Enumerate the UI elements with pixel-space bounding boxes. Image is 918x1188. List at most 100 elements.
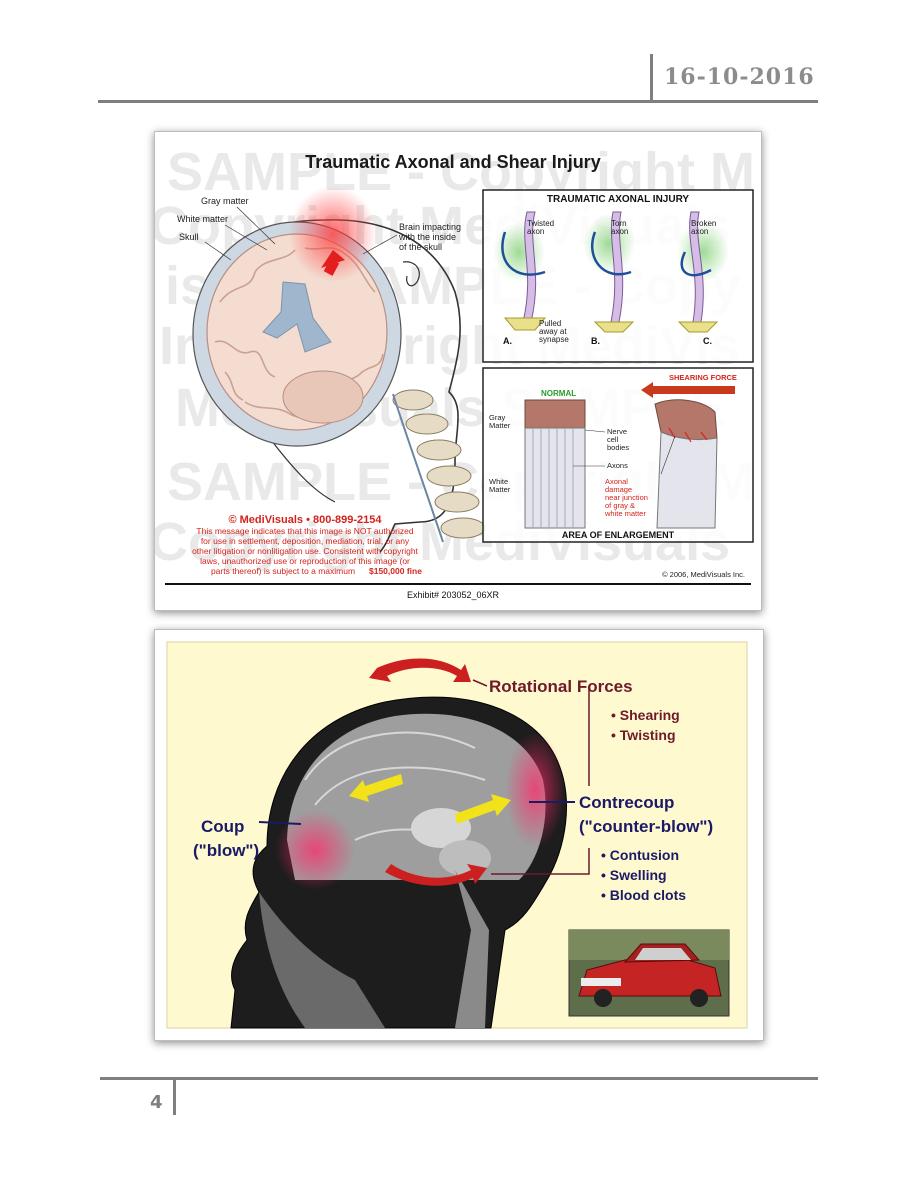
copyright-small: © 2006, MediVisuals Inc.: [662, 570, 745, 579]
illustration-shape: [680, 251, 712, 277]
rotation-arrow-top: [369, 658, 471, 682]
illustration-shape: [434, 491, 480, 513]
brain-labels: Gray matter White matter Skull Brain imp…: [177, 196, 461, 252]
label-torn: Torn: [611, 219, 627, 228]
illustration-shape: [264, 431, 336, 503]
label-leader-lines: [258, 801, 575, 825]
illustration-shape: [503, 317, 719, 333]
illustration-shape: [282, 370, 364, 424]
illustration-shape: [593, 321, 635, 333]
illustration-shape: [224, 224, 268, 251]
label-inset-white-matter: Matter: [489, 485, 511, 494]
illustration-shape: [289, 186, 377, 282]
label-brain-impacting: of the skull: [399, 242, 442, 252]
illustration-shape: [440, 517, 486, 539]
copyright-line: © MediVisuals • 800-899-2154: [228, 514, 382, 526]
cervical-spine: [392, 389, 486, 543]
illustration-shape: [405, 413, 449, 435]
footer-rule: [100, 1077, 818, 1080]
illustration-shape: [455, 870, 489, 1028]
disclaimer-line: for use in settlement, deposition, media…: [201, 536, 410, 546]
illustration-shape: [472, 679, 488, 687]
fine-amount: $150,000 fine: [369, 566, 422, 576]
label-inset-white-matter: White: [489, 477, 508, 486]
illustration-shape: [402, 261, 420, 287]
inset-bottom-title: AREA OF ENLARGEMENT: [562, 530, 675, 540]
illustration-shape: [581, 978, 621, 986]
illustration-shape: [262, 281, 332, 353]
illustration-shape: [416, 439, 462, 461]
illustration-shape: [258, 821, 302, 825]
label-normal: NORMAL: [541, 389, 576, 398]
panel-a-label: A.: [503, 336, 512, 346]
label-broken: Broken: [691, 219, 716, 228]
label-pulled: synapse: [539, 335, 569, 344]
header-rule: [98, 100, 818, 103]
label-axonal-damage: damage: [605, 485, 632, 494]
inset-area-of-enlargement: SHEARING FORCE NORMAL Gray Matter White …: [482, 367, 754, 543]
illustration-shape: [590, 231, 632, 276]
illustration-shape: [668, 427, 708, 443]
illustration-shape: [503, 317, 547, 331]
label-gray-matter: Gray matter: [201, 196, 249, 206]
contrecoup-arrow: [455, 794, 511, 824]
illustration-shape: [224, 371, 244, 401]
label-broken: axon: [691, 227, 708, 236]
illustration-shape: [660, 435, 676, 475]
label-inset-gray-matter: Gray: [489, 413, 506, 422]
label-white-matter: White matter: [177, 214, 228, 224]
label-twisted: axon: [527, 227, 544, 236]
illustration-shape: [700, 431, 708, 441]
illustration-shape: [573, 429, 676, 475]
illustration-shape: [362, 234, 398, 255]
rot-bullet: • Shearing: [611, 707, 680, 723]
illustration-shape: Axonal damage near junction of gray & wh…: [604, 477, 648, 518]
illustration-shape: [214, 340, 276, 378]
label-axonal-damage: near junction: [605, 493, 648, 502]
label-nerve-cell-bodies: Nerve: [607, 427, 627, 436]
illustration-shape: Gray Matter White Matter Nerve cell bodi…: [489, 413, 629, 494]
illustration-shape: [219, 249, 296, 303]
crashed-car-photo: [568, 929, 730, 1017]
label-axonal-damage: of gray &: [605, 501, 635, 510]
coup-label: Coup: [201, 817, 244, 836]
effect-bullet: • Swelling: [601, 867, 667, 883]
label-inset-gray-matter: Matter: [489, 421, 511, 430]
illustration-shape: [426, 465, 472, 487]
label-brain-impacting: Brain impacting: [399, 222, 461, 232]
inset-axonal-injury: TRAUMATIC AXONAL INJURY Twisted axon Tor…: [482, 189, 754, 363]
label-brain-impacting: with the inside: [398, 232, 456, 242]
label-shearing-force: SHEARING FORCE: [669, 373, 737, 382]
figure1-title: Traumatic Axonal and Shear Injury: [305, 152, 600, 172]
contrecoup-label: Contrecoup: [579, 793, 674, 812]
disclaimer: This message indicates that this image i…: [192, 526, 418, 576]
page-number: 4: [150, 1092, 163, 1113]
label-torn: axon: [611, 227, 628, 236]
illustration-shape: A. B. C.: [503, 336, 712, 346]
illustration-shape: [275, 810, 355, 890]
illustration-shape: [323, 258, 340, 276]
illustration-shape: [635, 948, 691, 960]
illustration-shape: [392, 389, 434, 411]
disclaimer-line: This message indicates that this image i…: [196, 526, 413, 536]
figure1-svg: SAMPLE - Copyright M Copyright MediVisua…: [155, 142, 755, 600]
disclaimer-line: parts thereof) is subject to a maximum: [211, 566, 355, 576]
footer-divider: [173, 1077, 176, 1115]
label-nerve-cell-bodies: bodies: [607, 443, 629, 452]
label-axons: Axons: [607, 461, 628, 470]
illustration-shape: [491, 848, 590, 875]
disclaimer-line: laws, unauthorized use or reproduction o…: [200, 556, 410, 566]
head-illustration: [192, 186, 461, 553]
illustration-shape: [522, 211, 704, 323]
label-pulled: away at: [539, 327, 567, 336]
label-axonal-damage: Axonal: [605, 477, 628, 486]
illustration-shape: [641, 382, 735, 398]
effect-bullet: • Contusion: [601, 847, 679, 863]
effect-bullet: • Blood clots: [601, 887, 686, 903]
illustration-shape: [594, 989, 612, 1007]
coup-arrow: [349, 774, 403, 802]
coup-sub-label: ("blow"): [193, 841, 259, 860]
header-divider: [650, 54, 653, 102]
illustration-shape: Twisted axon Torn axon Broken axon Pulle…: [527, 219, 716, 344]
header-date: 16-10-2016: [664, 64, 815, 90]
